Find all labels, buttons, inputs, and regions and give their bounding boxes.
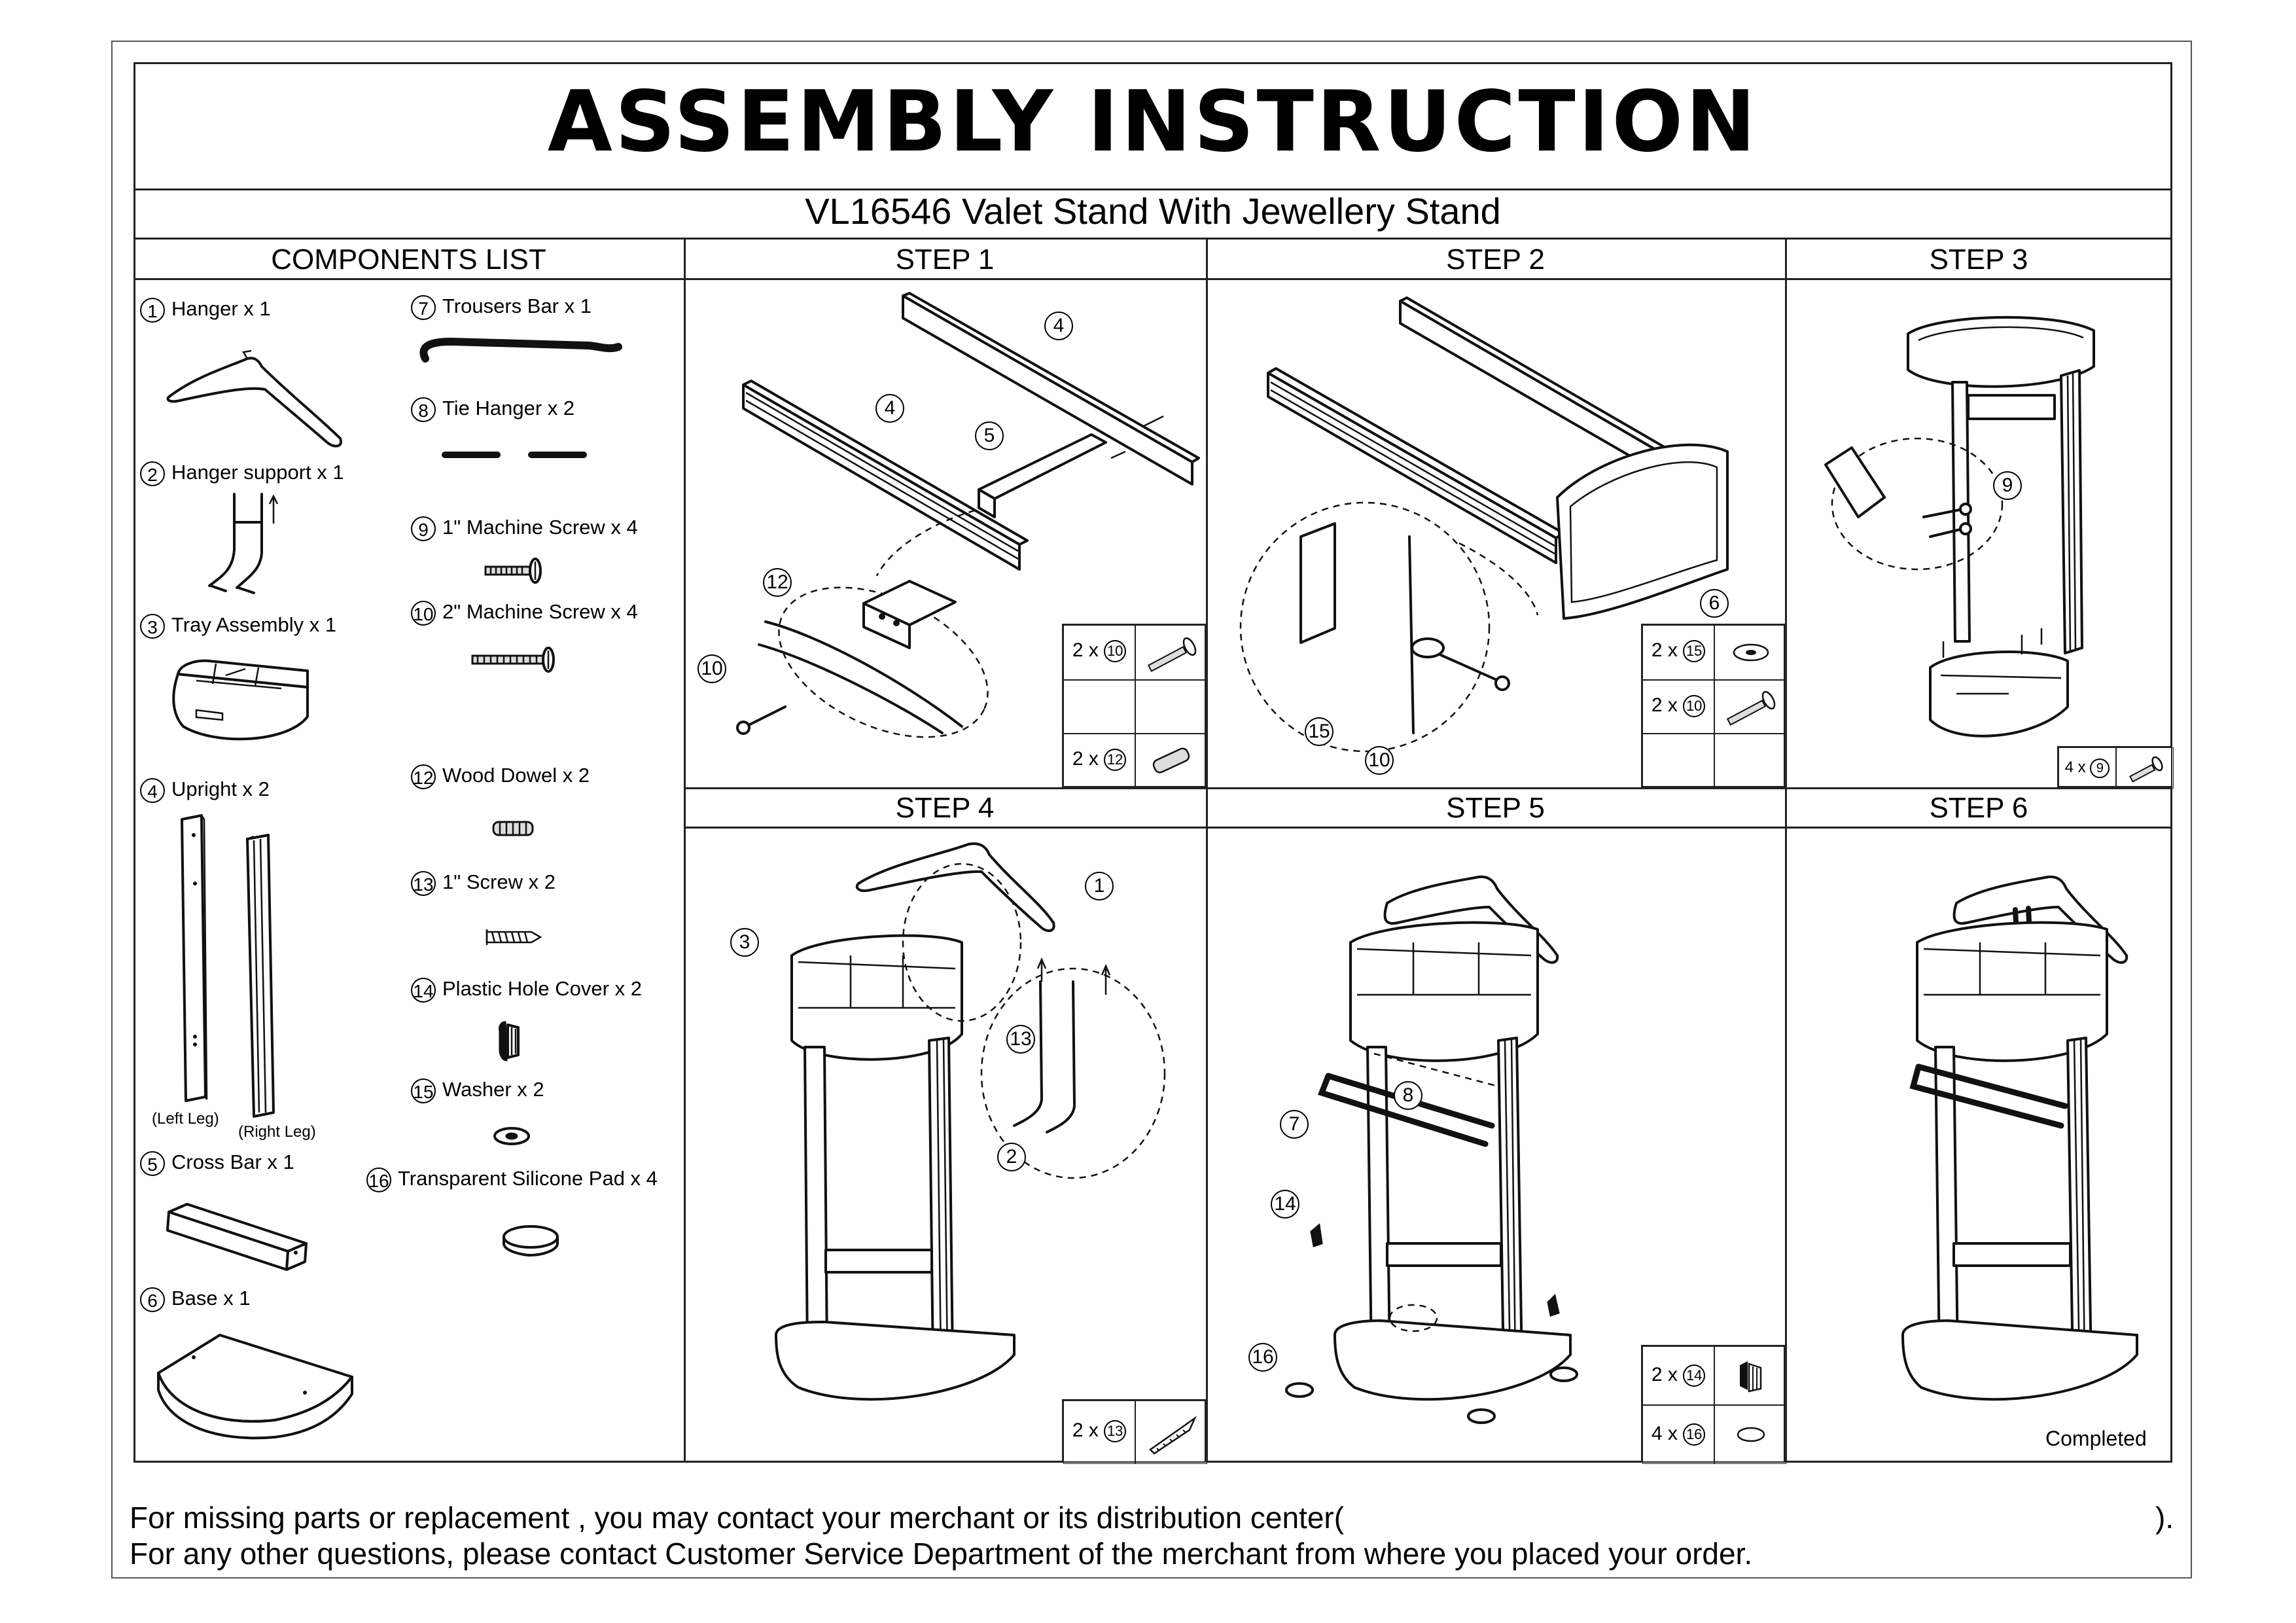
step5-callout-pad: 16 <box>1248 1343 1277 1372</box>
step2-heading: STEP 2 <box>1446 243 1545 276</box>
step1-callout-cross-bar: 5 <box>975 421 1004 450</box>
step1-qty-screw-icon <box>1135 625 1207 680</box>
step1-quantity-table: 2 x 10 2 x 12 <box>1062 624 1207 789</box>
right-leg-label: (Right Leg) <box>238 1123 316 1141</box>
washer-icon <box>493 1127 530 1145</box>
divider-title <box>133 188 2172 190</box>
divider-step-row2-headings <box>684 827 2172 829</box>
step4-heading: STEP 4 <box>895 792 995 824</box>
step1-heading: STEP 1 <box>895 243 995 276</box>
step6-heading: STEP 6 <box>1929 792 2028 824</box>
step6-diagram <box>1901 875 2138 1401</box>
step2-qty-washer-icon <box>1714 625 1786 680</box>
step5-callout-tie-hanger: 8 <box>1394 1081 1422 1110</box>
step2-callout-washer: 15 <box>1305 717 1333 746</box>
step4-diagram <box>775 842 1166 1401</box>
wood-screw-icon <box>486 929 542 945</box>
step1-callout-dowel: 12 <box>763 568 792 597</box>
step4-callout-tray: 3 <box>730 928 759 957</box>
divider-subtitle <box>133 238 2172 240</box>
base-icon <box>157 1334 353 1440</box>
step5-qty-hole-cover-icon <box>1714 1346 1786 1405</box>
hanger-icon <box>166 349 343 448</box>
divider-step-rows <box>684 787 2172 789</box>
page-border <box>111 41 2192 1578</box>
step5-diagram <box>1285 875 1578 1424</box>
document-title: ASSEMBLY INSTRUCTION <box>547 73 1759 171</box>
step3-heading: STEP 3 <box>1929 243 2028 276</box>
step2-diagram <box>1239 296 1729 753</box>
step1-diagram <box>736 292 1200 738</box>
step5-quantity-table: 2 x 14 4 x 16 <box>1641 1345 1786 1464</box>
divider-col3 <box>1785 238 1787 1463</box>
step5-heading: STEP 5 <box>1446 792 1545 824</box>
product-subtitle: VL16546 Valet Stand With Jewellery Stand <box>805 190 1501 232</box>
step4-callout-hanger-support: 2 <box>997 1143 1026 1171</box>
divider-components <box>684 238 686 1463</box>
hole-cover-icon <box>499 1021 520 1061</box>
components-heading: COMPONENTS LIST <box>271 243 546 276</box>
step3-quantity-table: 4 x 9 <box>2057 746 2174 789</box>
step2-callout-base: 6 <box>1700 589 1729 618</box>
step2-qty-screw-icon <box>1714 680 1786 734</box>
machine-screw-short-icon <box>484 558 542 584</box>
hanger-support-icon <box>208 493 279 594</box>
footer-missing-parts-end: ). <box>2155 1501 2174 1535</box>
step3-callout-screw: 9 <box>1993 471 2022 500</box>
wood-dowel-icon <box>492 821 534 836</box>
divider-col2 <box>1206 238 1208 1463</box>
step3-qty-screw-icon <box>2116 747 2174 789</box>
step1-callout-upright-a: 4 <box>1044 312 1073 340</box>
divider-headings <box>133 278 2172 280</box>
upright-legs-icon <box>181 814 275 1118</box>
trousers-bar-icon <box>419 337 622 363</box>
step1-callout-screw: 10 <box>698 654 726 683</box>
step4-qty-screw-icon <box>1135 1400 1207 1464</box>
left-leg-label: (Left Leg) <box>152 1110 219 1128</box>
step4-callout-screw: 13 <box>1006 1025 1035 1054</box>
step3-diagram <box>1824 315 2095 738</box>
step1-qty-dowel-icon <box>1135 734 1207 789</box>
step1-callout-upright-b: 4 <box>875 394 904 423</box>
step4-quantity-table: 2 x 13 <box>1062 1399 1207 1464</box>
step5-callout-trousers-bar: 7 <box>1280 1110 1309 1139</box>
footer-missing-parts: For missing parts or replacement , you m… <box>130 1501 1345 1535</box>
footer-other-questions: For any other questions, please contact … <box>130 1537 1753 1571</box>
step2-quantity-table: 2 x 15 2 x 10 <box>1641 624 1786 789</box>
machine-screw-long-icon <box>471 647 555 673</box>
step6-completed-label: Completed <box>2045 1427 2147 1450</box>
step4-callout-hanger: 1 <box>1085 872 1114 901</box>
step2-callout-screw: 10 <box>1365 746 1394 775</box>
tray-assembly-icon <box>172 659 309 741</box>
step5-callout-hole-cover: 14 <box>1271 1190 1299 1219</box>
silicone-pad-icon <box>503 1225 559 1257</box>
step5-qty-pad-icon <box>1714 1405 1786 1464</box>
cross-bar-icon <box>166 1203 308 1271</box>
